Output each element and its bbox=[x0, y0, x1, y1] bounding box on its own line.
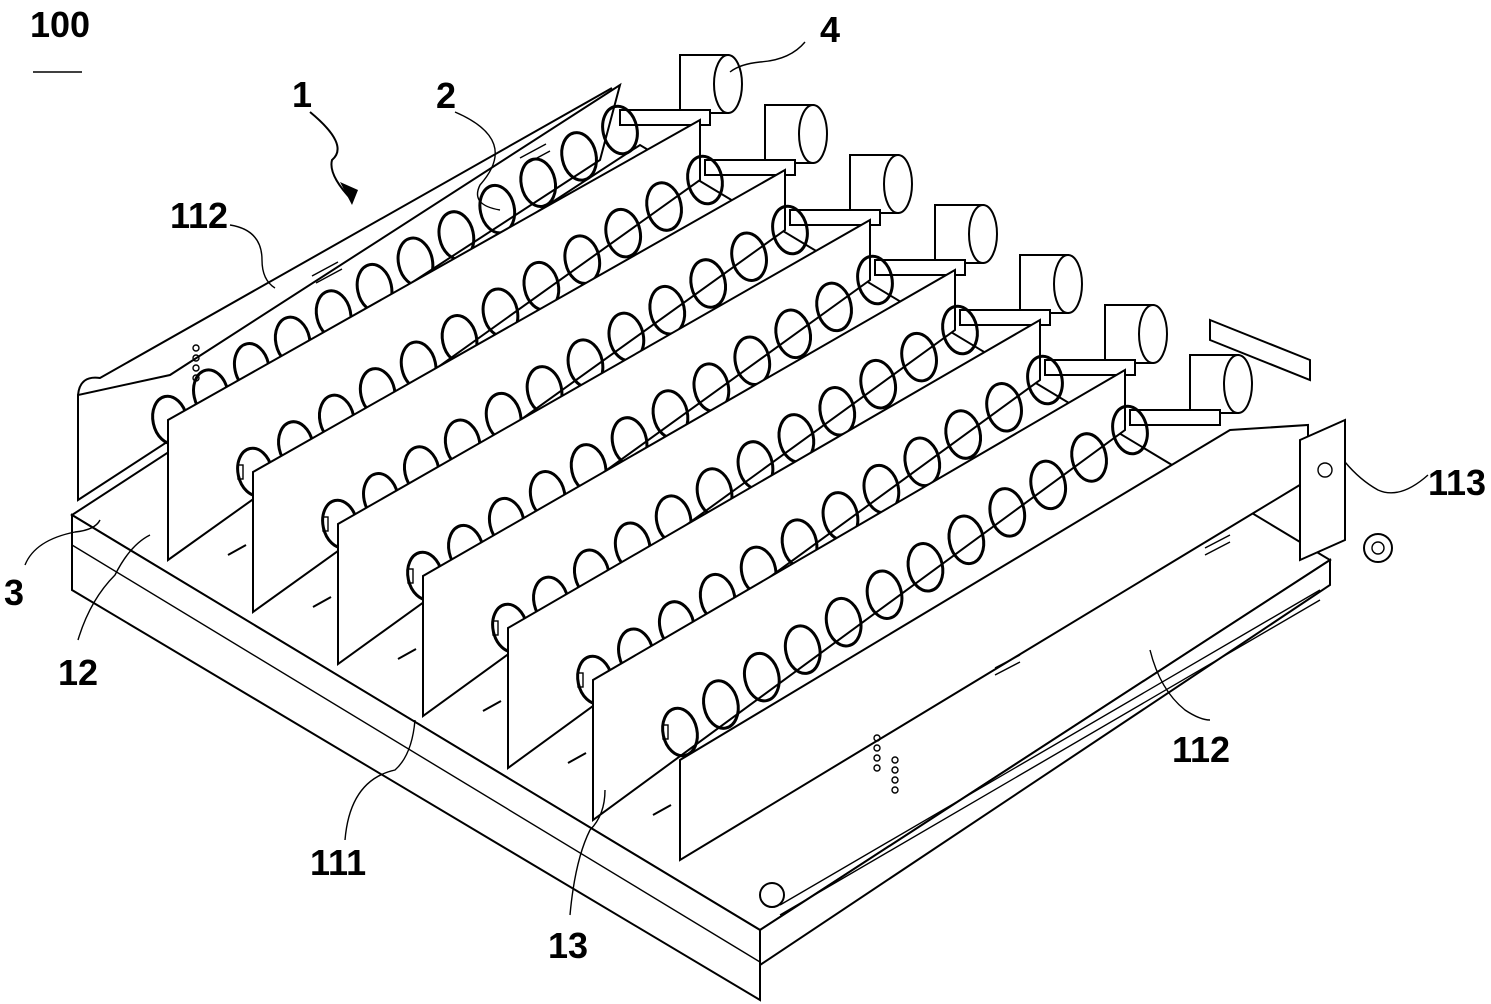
spiral-coil bbox=[900, 331, 938, 383]
spiral-coil bbox=[702, 679, 740, 730]
base-slot bbox=[652, 804, 672, 816]
leader-112-right bbox=[1149, 649, 1211, 721]
spiral-coil bbox=[730, 231, 768, 282]
motor-mount bbox=[1044, 359, 1136, 376]
label-base-plate: 111 bbox=[310, 842, 366, 883]
label-side-panel-left: 112 bbox=[170, 195, 228, 236]
label-motor: 4 bbox=[820, 9, 840, 50]
motor-cap bbox=[1138, 304, 1168, 364]
motor-mount bbox=[959, 309, 1051, 326]
spiral-coil bbox=[859, 358, 898, 410]
motor-cap bbox=[798, 104, 828, 164]
motor-mount bbox=[704, 159, 796, 176]
leader-lines bbox=[24, 41, 1429, 916]
label-side-panel-right: 112 bbox=[1172, 729, 1230, 770]
leader-3 bbox=[24, 519, 101, 566]
spiral-coil bbox=[824, 596, 863, 648]
label-pusher: 3 bbox=[4, 572, 24, 613]
motor-mount bbox=[874, 259, 966, 276]
spiral-coil bbox=[1029, 459, 1068, 511]
base-slot bbox=[312, 596, 332, 608]
motor-mount bbox=[619, 109, 711, 126]
spiral-coil bbox=[856, 254, 894, 306]
spiral-coil bbox=[941, 304, 979, 356]
label-divider-slot: 13 bbox=[548, 925, 588, 966]
spiral-coil bbox=[906, 542, 945, 593]
spiral-coil bbox=[1026, 354, 1064, 406]
reference-labels: 100 1 2 4 112 113 3 12 112 111 13 bbox=[4, 4, 1486, 966]
spiral-coil bbox=[519, 157, 558, 208]
label-front-bracket: 113 bbox=[1428, 462, 1486, 503]
spiral-coil bbox=[865, 569, 904, 620]
spiral-coil bbox=[988, 487, 1027, 538]
spiral-coil bbox=[601, 104, 639, 156]
leader-1 bbox=[309, 111, 353, 201]
motor-cap bbox=[968, 204, 998, 264]
product-columns bbox=[151, 54, 1253, 822]
leader-112-left bbox=[229, 224, 276, 289]
spiral-coil bbox=[1111, 404, 1149, 456]
leader-4 bbox=[729, 41, 806, 73]
leader-13 bbox=[569, 789, 606, 916]
spiral-coil bbox=[947, 514, 986, 566]
leader-12 bbox=[77, 534, 151, 641]
motor-mount bbox=[1129, 409, 1221, 426]
label-front-rail: 12 bbox=[58, 652, 98, 693]
leader-2 bbox=[454, 111, 501, 211]
divider-panel bbox=[592, 368, 1126, 822]
spiral-coil bbox=[742, 651, 781, 703]
base-slot bbox=[397, 648, 417, 660]
label-tray: 1 bbox=[292, 74, 312, 115]
base-slot bbox=[482, 700, 502, 712]
spiral-coil bbox=[686, 154, 724, 206]
base-slot bbox=[227, 544, 247, 556]
label-assembly: 100 bbox=[30, 4, 90, 45]
spiral-coil bbox=[771, 204, 809, 256]
spiral-coil bbox=[774, 308, 813, 360]
label-spiral: 2 bbox=[436, 75, 456, 116]
spiral-coil bbox=[689, 258, 728, 309]
motor-cap bbox=[713, 54, 743, 114]
spiral-coil bbox=[783, 624, 822, 675]
leader-113 bbox=[1344, 461, 1429, 494]
spiral-coil bbox=[645, 181, 683, 232]
spiral-coil bbox=[985, 382, 1023, 433]
spiral-coil bbox=[661, 706, 699, 758]
spiral-coil bbox=[1070, 432, 1108, 483]
motor-mount bbox=[789, 209, 881, 226]
motor-cap bbox=[883, 154, 913, 214]
spiral-coil bbox=[944, 409, 983, 460]
spiral-coil bbox=[815, 281, 853, 333]
motor-cap bbox=[1053, 254, 1083, 314]
spiral-coil bbox=[604, 207, 643, 259]
base-slot bbox=[567, 752, 587, 764]
leader-111 bbox=[344, 719, 416, 841]
spiral-coil bbox=[560, 131, 598, 182]
front-bracket bbox=[759, 318, 1393, 908]
motor-cap bbox=[1223, 354, 1253, 414]
